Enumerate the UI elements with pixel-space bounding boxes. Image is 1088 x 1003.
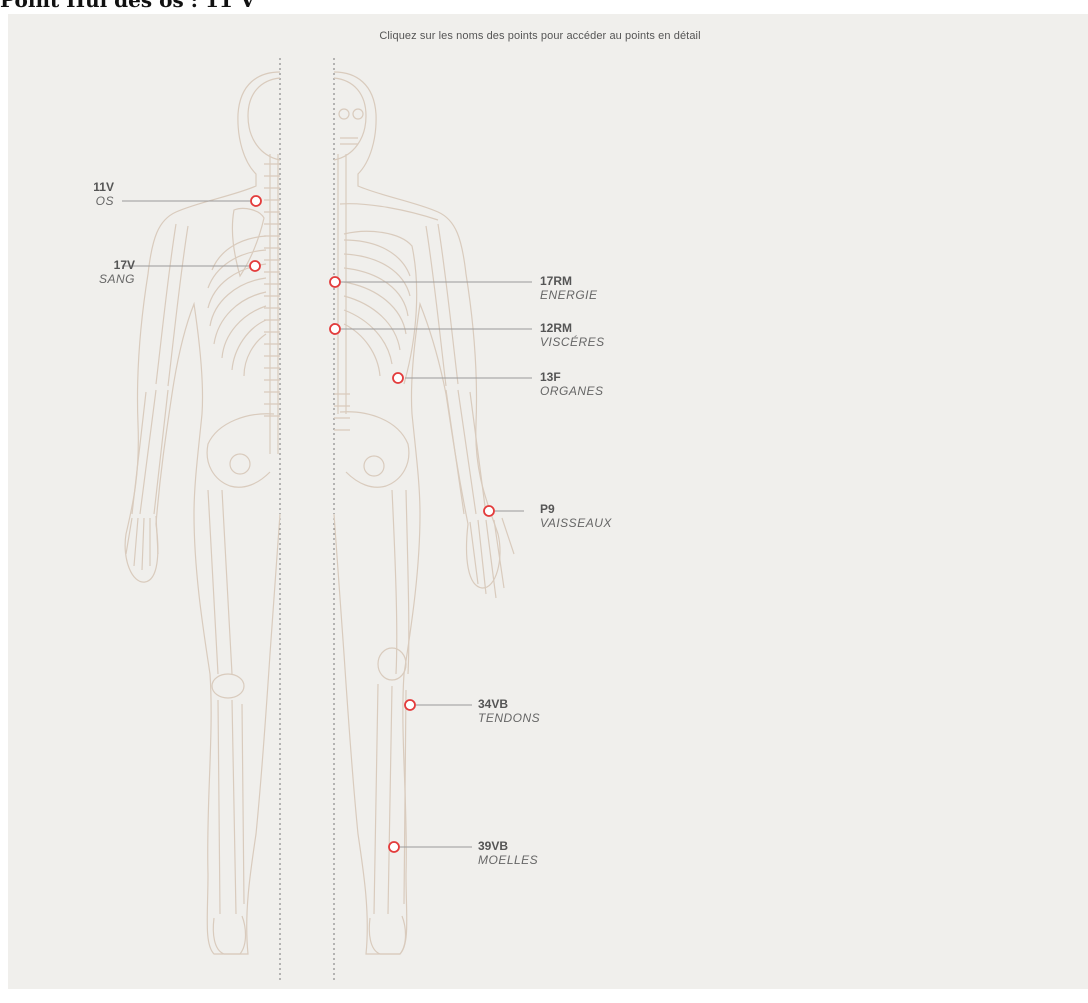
point-code[interactable]: P9: [540, 502, 612, 516]
point-marker-13f: [393, 373, 403, 383]
point-label-34vb[interactable]: 34VB TENDONS: [478, 697, 540, 725]
point-label-17v[interactable]: 17V SANG: [99, 258, 135, 286]
point-code[interactable]: 17V: [99, 258, 135, 272]
point-label-13f[interactable]: 13F ORGANES: [540, 370, 604, 398]
diagram-panel: Cliquez sur les noms des points pour acc…: [8, 14, 1088, 989]
point-name[interactable]: ORGANES: [540, 384, 604, 398]
point-name[interactable]: TENDONS: [478, 711, 540, 725]
point-marker-11v: [251, 196, 261, 206]
point-label-p9[interactable]: P9 VAISSEAUX: [540, 502, 612, 530]
point-marker-17rm: [330, 277, 340, 287]
point-name[interactable]: VISCÉRES: [540, 335, 605, 349]
point-code[interactable]: 13F: [540, 370, 604, 384]
point-marker-17v: [250, 261, 260, 271]
page-title: Point Hui des os : 11 V: [0, 0, 255, 12]
point-label-39vb[interactable]: 39VB MOELLES: [478, 839, 538, 867]
point-marker-12rm: [330, 324, 340, 334]
point-name[interactable]: OS: [93, 194, 114, 208]
point-name[interactable]: ENERGIE: [540, 288, 598, 302]
point-name[interactable]: VAISSEAUX: [540, 516, 612, 530]
point-marker-p9: [484, 506, 494, 516]
point-label-12rm[interactable]: 12RM VISCÉRES: [540, 321, 605, 349]
point-label-11v[interactable]: 11V OS: [93, 180, 114, 208]
point-label-17rm[interactable]: 17RM ENERGIE: [540, 274, 598, 302]
point-code[interactable]: 34VB: [478, 697, 540, 711]
point-code[interactable]: 17RM: [540, 274, 598, 288]
point-marker-39vb: [389, 842, 399, 852]
point-name[interactable]: MOELLES: [478, 853, 538, 867]
point-code[interactable]: 39VB: [478, 839, 538, 853]
point-marker-34vb: [405, 700, 415, 710]
point-code[interactable]: 12RM: [540, 321, 605, 335]
point-name[interactable]: SANG: [99, 272, 135, 286]
point-code[interactable]: 11V: [93, 180, 114, 194]
